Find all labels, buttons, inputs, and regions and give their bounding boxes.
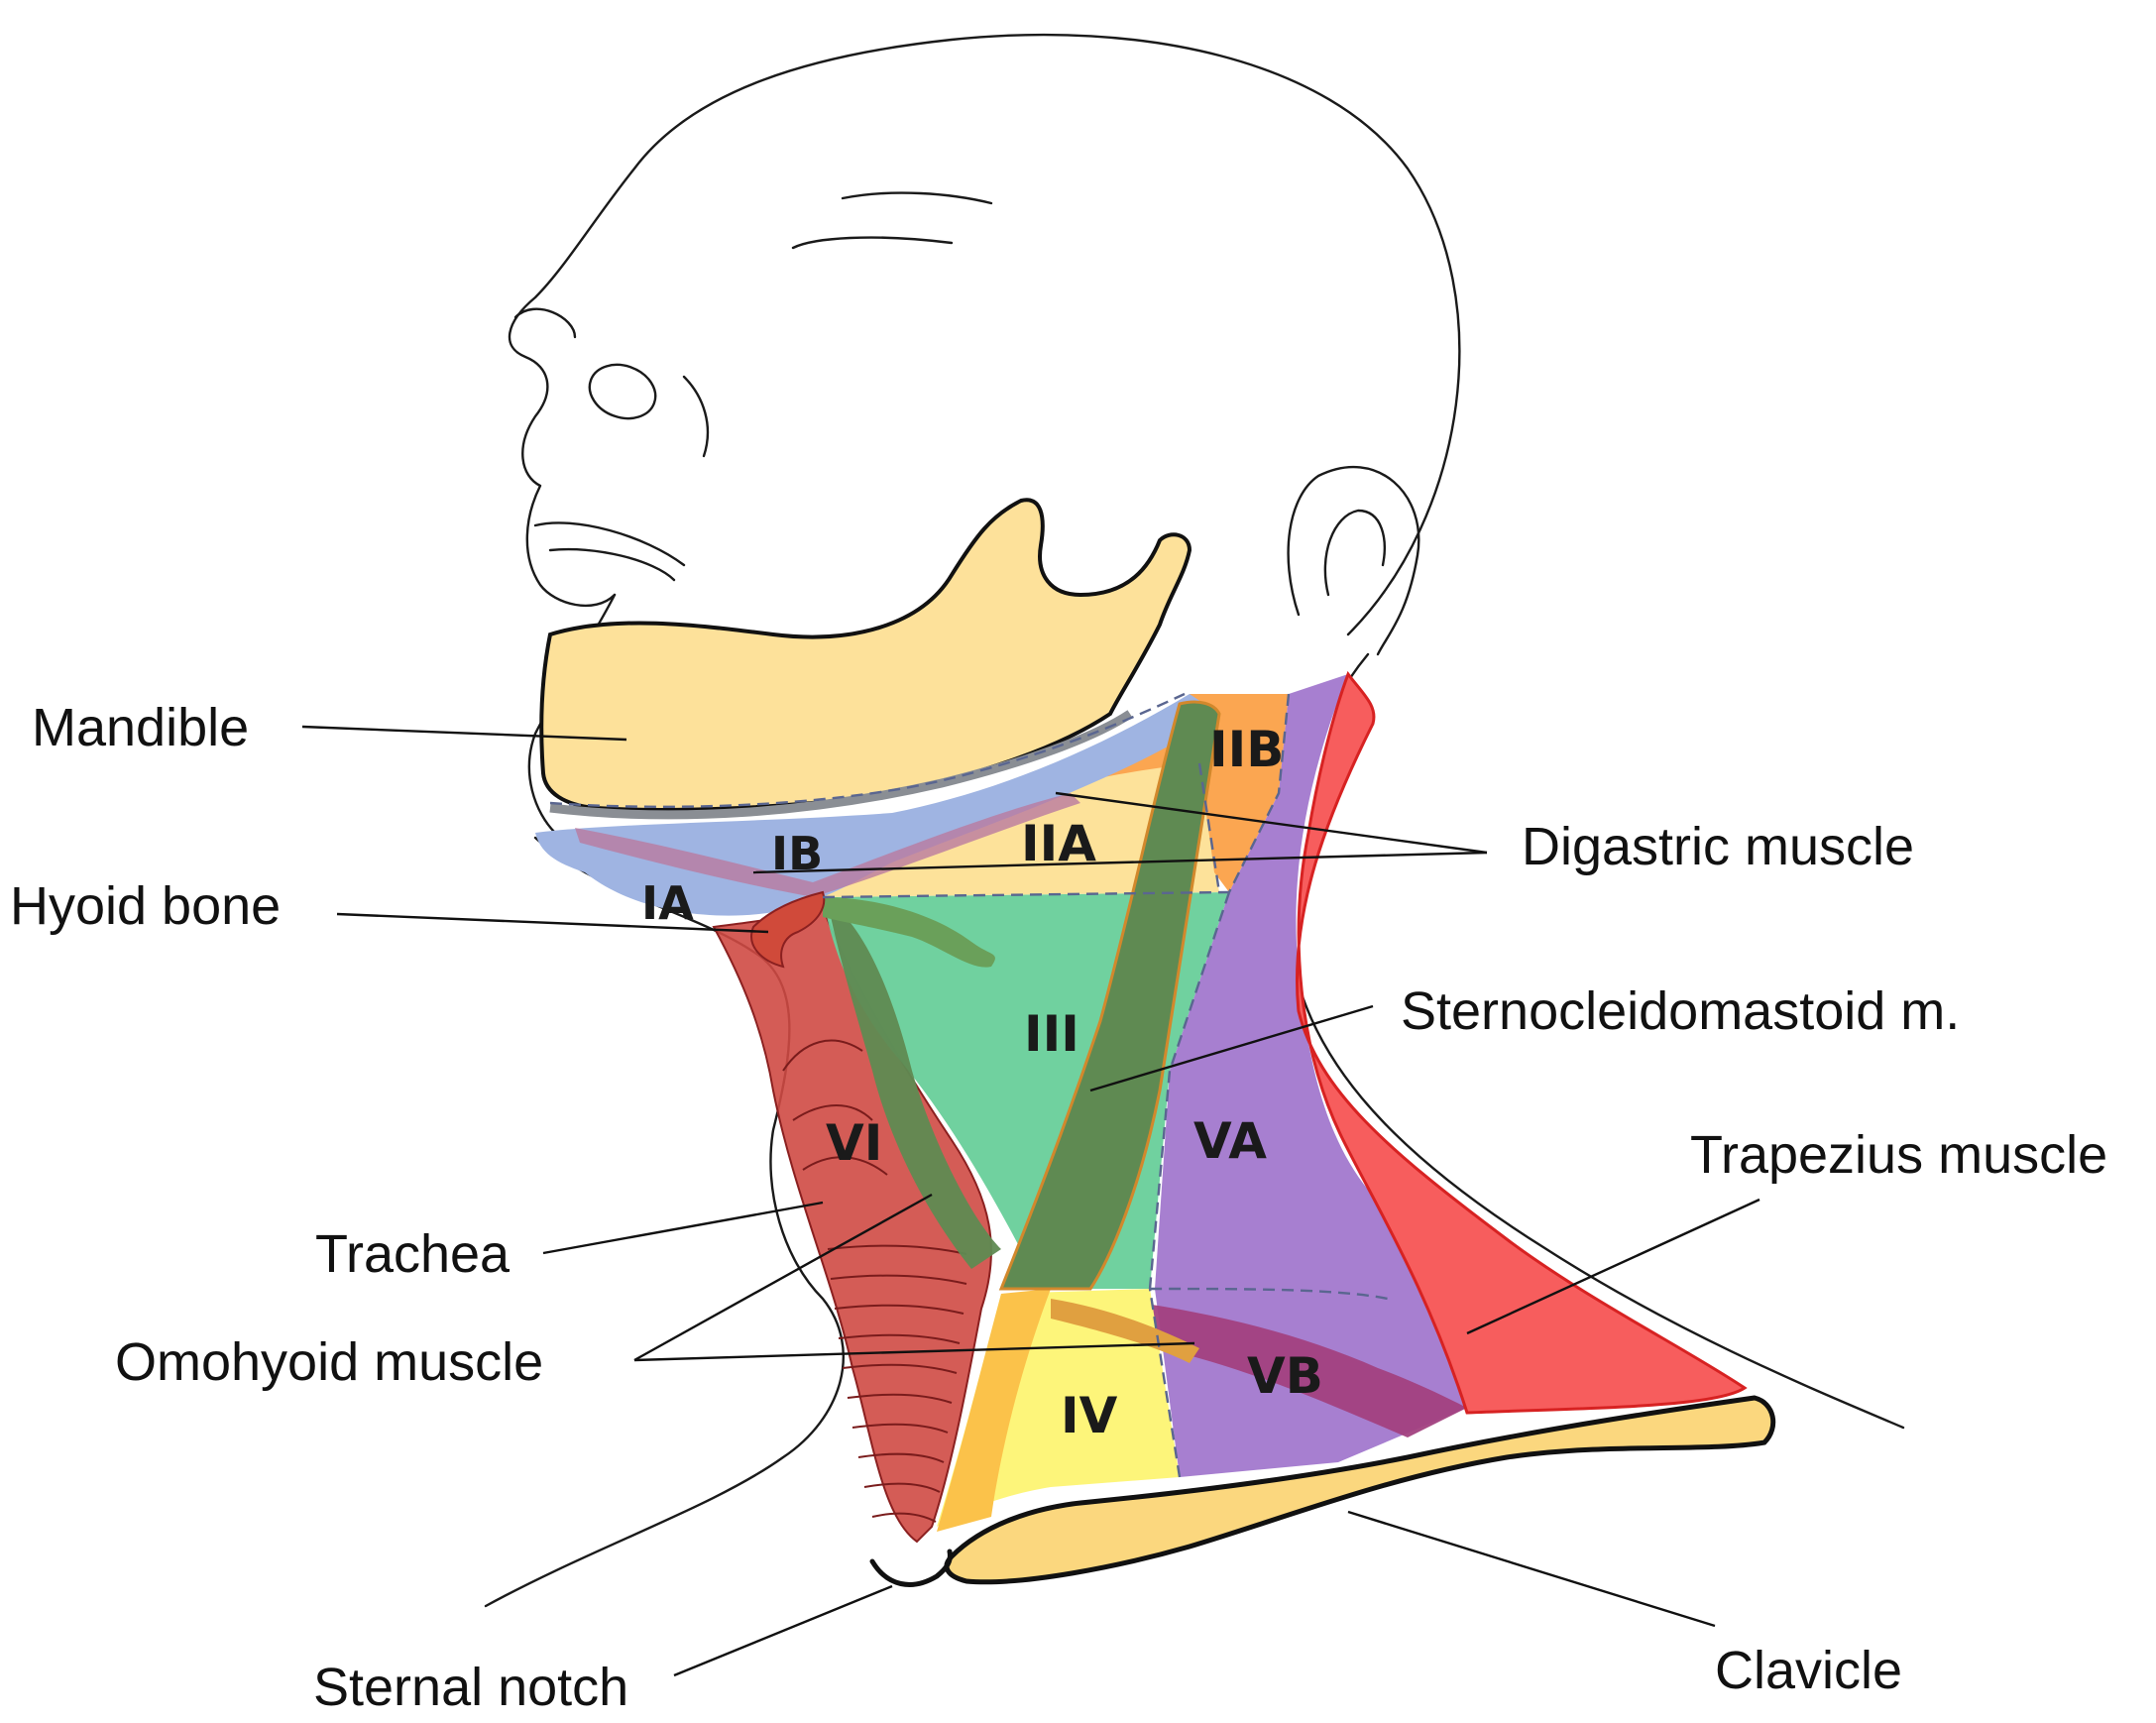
- mandible-shape: [539, 498, 1192, 812]
- level-iib-region: [1031, 694, 1289, 892]
- trachea-rings: [782, 1039, 967, 1523]
- leader-mandible: [301, 725, 627, 742]
- leader-digastric-b: [752, 851, 1488, 874]
- leader-clavicle: [1347, 1510, 1716, 1628]
- label-mandible: Mandible: [32, 698, 249, 757]
- level-label-va: VA: [1193, 1112, 1267, 1170]
- hyoid-bone-shape: [750, 890, 826, 969]
- level-label-iia: IIA: [1021, 815, 1096, 872]
- trapezius-region: [1295, 670, 1748, 1415]
- ear-outline: [1287, 465, 1420, 656]
- omohyoid-inferior-belly: [1051, 1299, 1199, 1363]
- leader-hyoid: [336, 912, 769, 934]
- label-trachea: Trachea: [315, 1224, 511, 1284]
- leader-trapezius: [1466, 1198, 1760, 1335]
- sternocleidomastoid-muscle: [998, 700, 1221, 1291]
- clavicle-shape: [944, 1395, 1776, 1585]
- omohyoid-muscle: [823, 897, 995, 968]
- level-label-iib: IIB: [1209, 721, 1284, 778]
- level-label-iv: IV: [1061, 1387, 1118, 1444]
- label-trapezius-muscle: Trapezius muscle: [1690, 1125, 2107, 1185]
- label-omohyoid-muscle: Omohyoid muscle: [115, 1332, 543, 1392]
- leader-sternal-notch: [673, 1584, 893, 1677]
- sternal-notch-arc: [869, 1549, 953, 1587]
- scm-clavicular-head: [828, 902, 1001, 1269]
- leader-lines: [301, 725, 1760, 1677]
- eye-outline: [588, 363, 657, 420]
- label-clavicle: Clavicle: [1715, 1641, 1902, 1700]
- digastric-muscle-band: [575, 793, 1080, 897]
- label-sternocleidomastoid: Sternocleidomastoid m.: [1401, 981, 1960, 1041]
- level-v-region: [1155, 674, 1467, 1477]
- mouth-outline: [533, 521, 686, 567]
- label-digastric-muscle: Digastric muscle: [1522, 817, 1914, 876]
- level-vb-region: [1110, 1299, 1467, 1437]
- mandible-lower-edge: [549, 710, 1133, 820]
- leader-digastric-a: [1055, 791, 1488, 855]
- level-iia-region: [823, 763, 1219, 897]
- label-hyoid-bone: Hyoid bone: [10, 876, 281, 936]
- level-label-vb: VB: [1247, 1347, 1323, 1405]
- leader-trachea: [542, 1201, 824, 1255]
- leader-omohyoid-a: [633, 1193, 933, 1362]
- level-label-vi: VI: [826, 1114, 882, 1172]
- level-label-iii: III: [1024, 1005, 1079, 1063]
- level-label-ib: IB: [771, 827, 823, 880]
- label-sternal-notch: Sternal notch: [313, 1658, 628, 1717]
- leader-scm: [1089, 1004, 1374, 1092]
- level-label-ia: IA: [641, 876, 694, 930]
- leader-omohyoid-b: [633, 1341, 1195, 1362]
